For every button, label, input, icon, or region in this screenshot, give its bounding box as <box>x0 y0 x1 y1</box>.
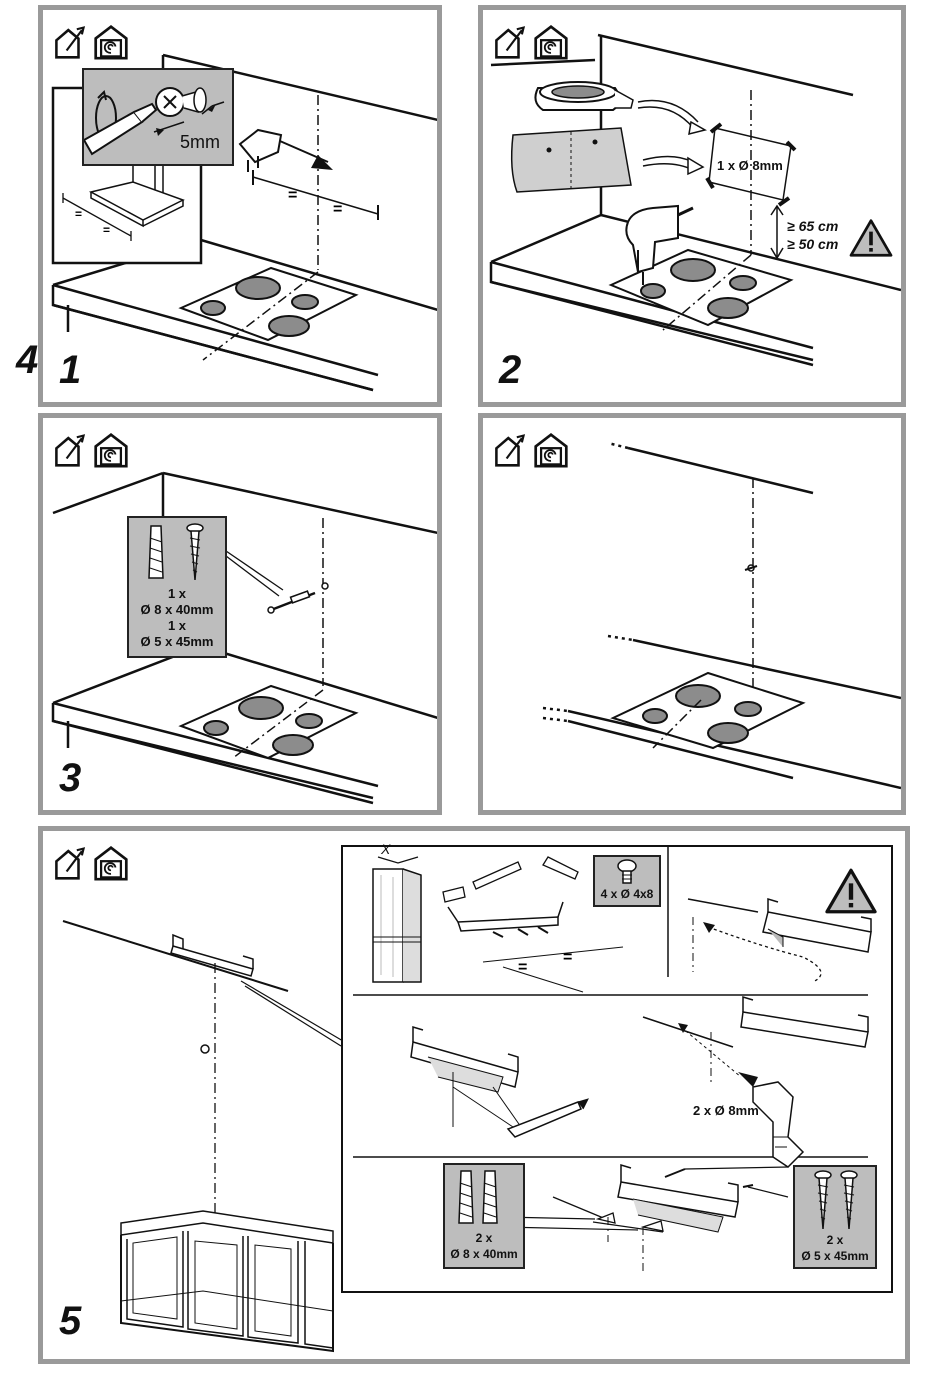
screw-size: Ø 5 x 45mm <box>129 634 225 649</box>
house-exhaust-icon <box>56 849 83 879</box>
step-3-panel: 1 x Ø 8 x 40mm 1 x Ø 5 x 45mm 3 <box>38 413 442 815</box>
wall-plug-icon <box>445 1165 523 1227</box>
house-recirculation-icon <box>536 27 567 59</box>
fixings-parts-box: 1 x Ø 8 x 40mm 1 x Ø 5 x 45mm <box>127 516 227 658</box>
long-screws-size: Ø 5 x 45mm <box>795 1249 875 1263</box>
plug-and-screw-icon <box>129 518 225 588</box>
svg-text:=: = <box>563 949 572 966</box>
house-recirculation-icon <box>96 27 127 59</box>
step-number: 1 <box>59 348 81 393</box>
house-recirculation-icon <box>536 435 567 467</box>
step-number: 5 <box>59 1299 81 1344</box>
svg-text:=: = <box>518 959 527 976</box>
wall-plugs-quantity: 2 x <box>445 1231 523 1245</box>
house-exhaust-icon <box>56 436 83 466</box>
svg-text:=: = <box>288 187 297 204</box>
house-exhaust-icon <box>496 28 523 58</box>
screw-gap-detail-box: 5mm <box>82 68 234 166</box>
step-number: 3 <box>59 756 81 801</box>
step-5-detail-frame: = = <box>341 845 893 1293</box>
min-distance-electric-label: ≥ 50 cm <box>787 236 838 252</box>
small-screws-label: 4 x Ø 4x8 <box>595 887 659 901</box>
gap-distance-label: 5mm <box>180 132 220 153</box>
plug-size: Ø 8 x 40mm <box>129 602 225 617</box>
step-3-illustration <box>43 418 437 810</box>
step-2-illustration <box>483 10 901 402</box>
step-4-panel <box>478 413 906 815</box>
drill-holes-label: 2 x Ø 8mm <box>693 1103 759 1118</box>
warning-triangle-icon <box>851 221 891 256</box>
wall-plugs-box: 2 x Ø 8 x 40mm <box>443 1163 525 1269</box>
dimension-x-label: X <box>381 841 390 857</box>
long-screws-quantity: 2 x <box>795 1233 875 1247</box>
house-exhaust-icon <box>56 28 83 58</box>
step-number: 4 <box>16 338 38 383</box>
hole-diameter-label: 1 x Ø 8mm <box>717 158 783 173</box>
svg-text:=: = <box>103 223 110 237</box>
house-recirculation-icon <box>96 435 127 467</box>
small-screw-icon <box>595 857 659 885</box>
warning-triangle-icon <box>821 865 881 917</box>
min-distance-gas-label: ≥ 65 cm <box>787 218 838 234</box>
long-screw-icon <box>795 1167 875 1233</box>
svg-text:=: = <box>75 207 82 221</box>
step-2-panel: 1 x Ø 8mm ≥ 65 cm ≥ 50 cm 2 <box>478 5 906 407</box>
step-4-illustration <box>483 418 901 810</box>
step-5-panel: = = <box>38 826 910 1364</box>
step-1-panel: = = = = 1 <box>38 5 442 407</box>
plug-quantity: 1 x <box>129 586 225 601</box>
house-exhaust-icon <box>496 436 523 466</box>
small-screws-box: 4 x Ø 4x8 <box>593 855 661 907</box>
long-screws-box: 2 x Ø 5 x 45mm <box>793 1165 877 1269</box>
svg-text:=: = <box>333 201 342 218</box>
screw-quantity: 1 x <box>129 618 225 633</box>
house-recirculation-icon <box>96 848 127 880</box>
step-number: 2 <box>499 348 521 393</box>
wall-plugs-size: Ø 8 x 40mm <box>445 1247 523 1261</box>
